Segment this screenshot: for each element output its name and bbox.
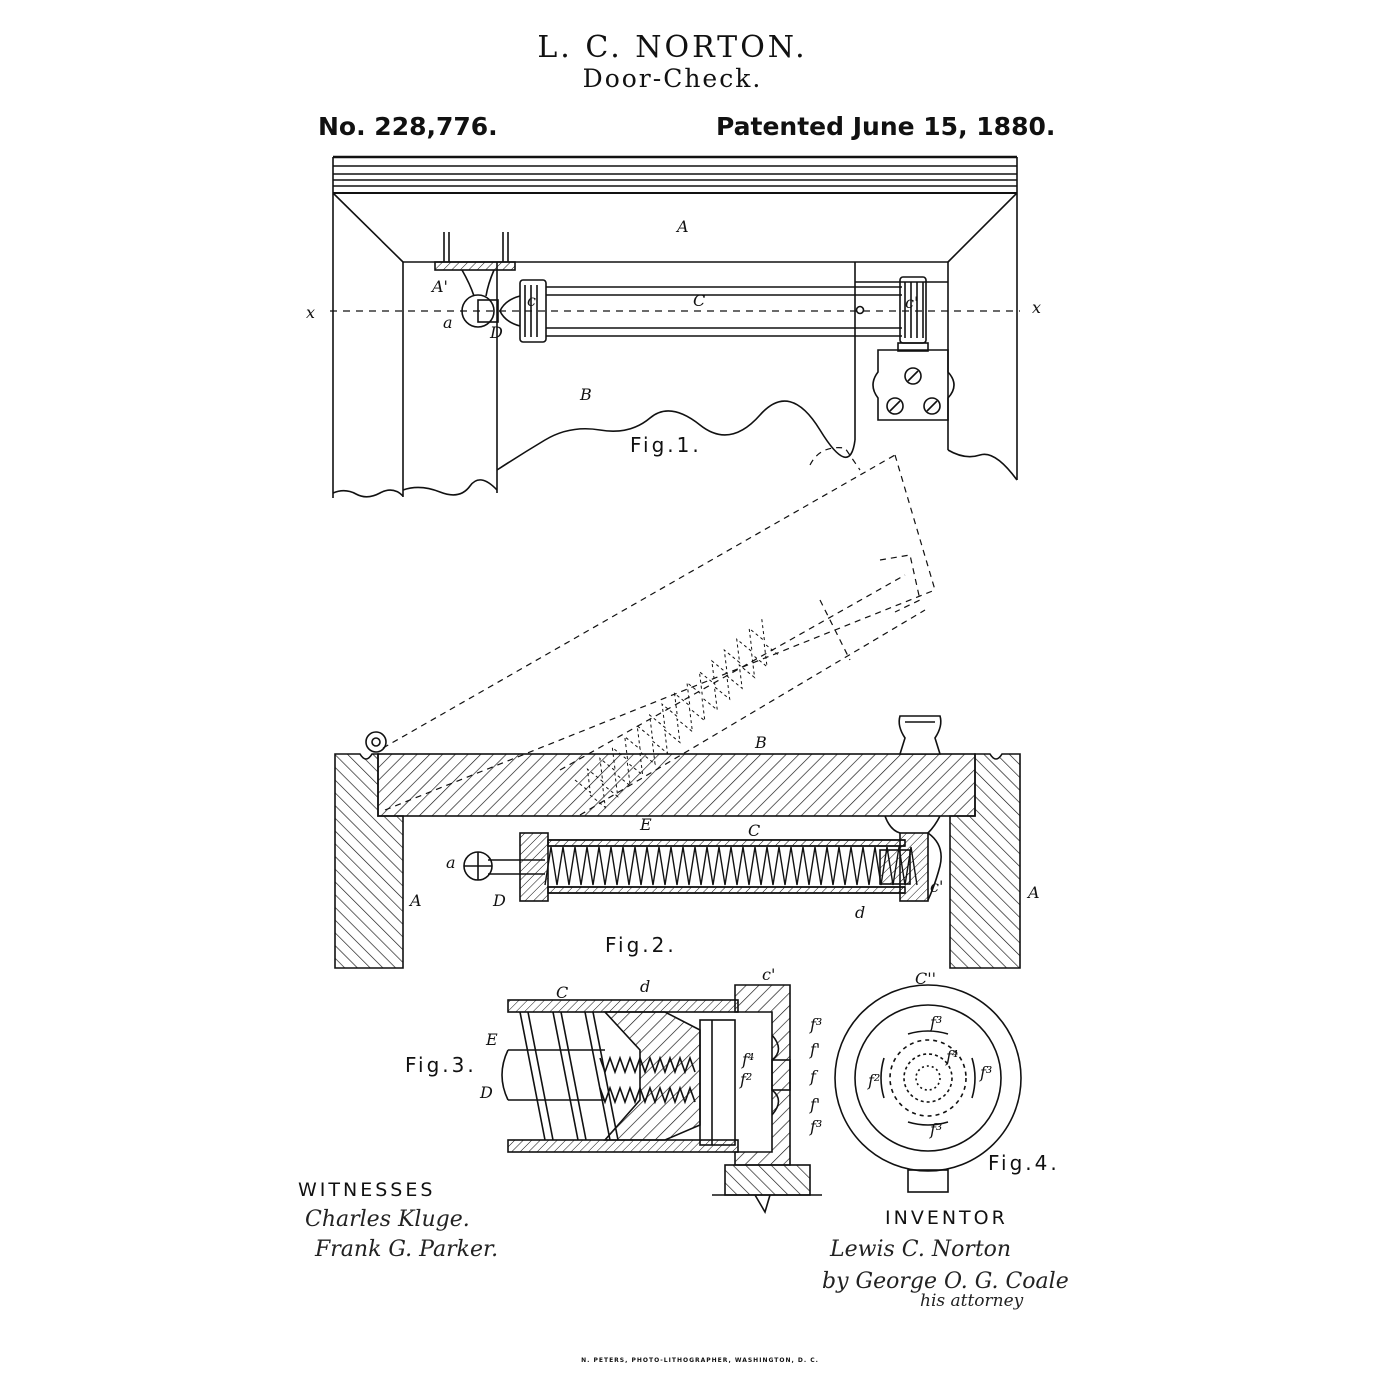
label-f2-fig3: f² bbox=[739, 1070, 752, 1089]
label-A-fig1: A bbox=[675, 217, 689, 236]
label-E-fig2: E bbox=[639, 815, 652, 834]
inventor-heading: INVENTOR bbox=[885, 1207, 1008, 1229]
label-d-fig3: d bbox=[640, 977, 650, 996]
label-c-fig1: c bbox=[527, 291, 536, 310]
label-f4-fig3: f⁴ bbox=[741, 1050, 754, 1069]
witnesses-block: WITNESSES Charles Kluge. Frank G. Parker… bbox=[298, 1179, 498, 1262]
label-c-prime-fig3: c' bbox=[762, 965, 775, 984]
witness-signature-1: Charles Kluge. bbox=[305, 1207, 470, 1232]
figure-2-labels: B E C a D d c' A A Fig.2. bbox=[408, 733, 1040, 957]
figure-4-end-view bbox=[834, 984, 1022, 1193]
label-a-fig1: a bbox=[443, 313, 453, 332]
label-C-dblprime-fig4: C'' bbox=[915, 969, 936, 988]
label-D-fig2: D bbox=[492, 891, 506, 910]
inventor-signature: Lewis C. Norton bbox=[829, 1237, 1011, 1262]
label-A-right-fig2: A bbox=[1026, 883, 1040, 902]
label-A-left-fig2: A bbox=[408, 891, 422, 910]
figure-3-labels: C d c' E D f³ f' f⁴ f² f f' f³ Fig.3. bbox=[405, 965, 822, 1136]
figure-4-caption: Fig.4. bbox=[988, 1151, 1060, 1175]
label-D-fig3: D bbox=[479, 1083, 493, 1102]
figure-2-section-view bbox=[334, 447, 1021, 969]
label-f1-top-fig3: f' bbox=[809, 1040, 820, 1059]
label-f1-bottom-fig3: f' bbox=[809, 1095, 820, 1114]
label-f3-bottom-fig4: f³ bbox=[929, 1120, 942, 1139]
label-x-right: x bbox=[1032, 298, 1041, 317]
label-B-fig2: B bbox=[754, 733, 767, 752]
witness-signature-2: Frank G. Parker. bbox=[314, 1237, 498, 1262]
label-f-fig3: f bbox=[809, 1067, 819, 1086]
label-f3-right-fig4: f³ bbox=[979, 1063, 992, 1082]
label-C-fig3: C bbox=[556, 983, 568, 1002]
figure-1-door-frame-view bbox=[330, 155, 1020, 498]
inventor-name-header: L. C. NORTON. bbox=[537, 30, 808, 65]
label-c-prime-fig1: c' bbox=[905, 293, 918, 312]
figure-1-caption: Fig.1. bbox=[630, 433, 702, 457]
label-E-fig3: E bbox=[485, 1030, 498, 1049]
label-f4-fig4: f⁴ bbox=[945, 1047, 958, 1066]
figure-2-caption: Fig.2. bbox=[605, 933, 677, 957]
label-B-fig1: B bbox=[579, 385, 592, 404]
lithographer-footer: N. PETERS, PHOTO-LITHOGRAPHER, WASHINGTO… bbox=[581, 1357, 819, 1364]
patent-date: Patented June 15, 1880. bbox=[716, 112, 1056, 141]
label-a-fig2: a bbox=[446, 853, 456, 872]
inventor-block: INVENTOR Lewis C. Norton by George O. G.… bbox=[822, 1207, 1069, 1311]
label-D-fig1: D bbox=[489, 323, 503, 342]
label-A-prime-fig1: A' bbox=[430, 277, 448, 296]
invention-title: Door-Check. bbox=[582, 64, 763, 93]
label-f3-top-fig3: f³ bbox=[809, 1015, 822, 1034]
label-f3-top-fig4: f³ bbox=[929, 1013, 942, 1032]
figure-3-detail-section bbox=[501, 984, 822, 1214]
label-f3-bottom-fig3: f³ bbox=[809, 1117, 822, 1136]
figure-3-caption: Fig.3. bbox=[405, 1053, 477, 1077]
label-x-left: x bbox=[306, 303, 315, 322]
label-f2-fig4: f² bbox=[867, 1071, 880, 1090]
witnesses-heading: WITNESSES bbox=[298, 1179, 435, 1201]
label-d-fig2: d bbox=[855, 903, 865, 922]
attorney-signature: by George O. G. Coale bbox=[822, 1269, 1069, 1294]
patent-number: No. 228,776. bbox=[318, 112, 498, 141]
label-C-fig2: C bbox=[748, 821, 760, 840]
label-c-prime-fig2: c' bbox=[930, 877, 943, 896]
label-C-fig1: C bbox=[693, 291, 705, 310]
figure-1-labels: A B C c c' A' a D x x Fig.1. bbox=[306, 217, 1041, 457]
attorney-note: his attorney bbox=[920, 1291, 1024, 1311]
figure-4-labels: C'' f³ f² f⁴ f³ f³ Fig.4. bbox=[867, 969, 1060, 1175]
